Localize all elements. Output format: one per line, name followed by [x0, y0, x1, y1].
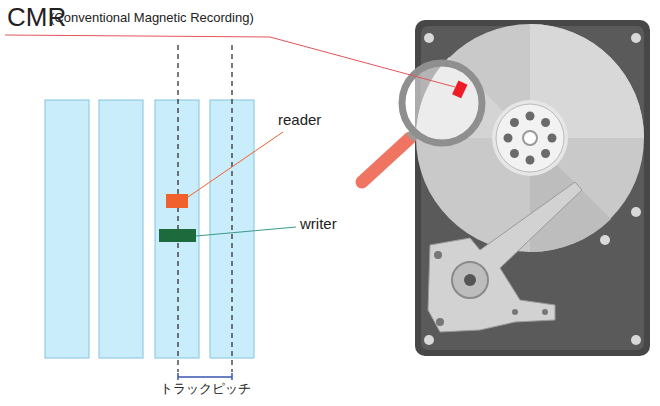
dimension-label: トラックピッチ: [160, 382, 251, 396]
magnifier: [362, 63, 482, 182]
hub-hole: [541, 149, 550, 158]
pitch-guide: [177, 45, 178, 372]
hub-hole: [510, 118, 519, 127]
part-label: reader: [278, 112, 321, 129]
hub-hole: [541, 118, 550, 127]
magnified-spot: [452, 81, 467, 99]
reader-head: [166, 194, 188, 208]
title-expansion: (Conventional Magnetic Recording): [50, 11, 254, 25]
writer-head: [159, 229, 196, 242]
hub-hole: [548, 134, 557, 143]
track: [45, 100, 89, 358]
callout-line: [5, 35, 455, 87]
spindle-hub: [492, 100, 568, 176]
track: [155, 100, 199, 358]
hub-hole: [504, 134, 513, 143]
tracks: [45, 100, 254, 358]
leader-line: [196, 227, 296, 236]
part-label: writer: [300, 216, 337, 233]
hub-hole: [510, 149, 519, 158]
pitch-guide: [231, 45, 232, 372]
hub-hole: [526, 112, 535, 121]
leader-line: [188, 132, 283, 197]
pitch-bracket: [178, 373, 232, 380]
track: [99, 100, 143, 358]
actuator-arm: [428, 182, 582, 332]
hub-hole: [526, 156, 535, 165]
